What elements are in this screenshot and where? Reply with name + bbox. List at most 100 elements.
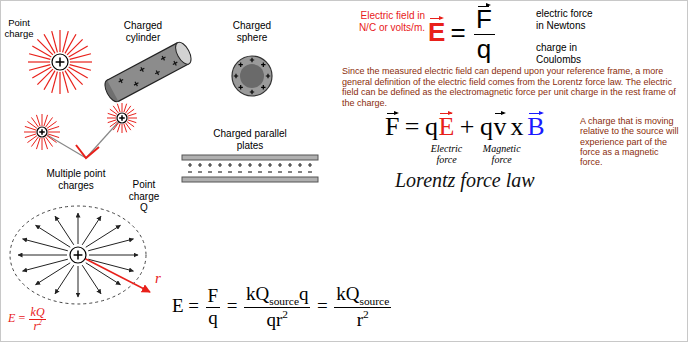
dashed-circle (10, 206, 146, 304)
field-line (110, 122, 117, 127)
denominator: q (206, 308, 220, 329)
minus-sign (308, 171, 312, 172)
plus-sign (250, 90, 254, 94)
formula-symbol: r (357, 310, 363, 331)
charge-circle (37, 127, 47, 137)
field-arrow (55, 216, 74, 245)
numerator: kQsourceq (244, 284, 310, 307)
field-line (108, 113, 117, 116)
field-arrow (82, 216, 101, 245)
field-line (126, 123, 131, 130)
subscript: source (359, 295, 389, 308)
plate-charges (188, 163, 312, 172)
charge-circle (117, 113, 127, 123)
vector-symbol: E (439, 112, 455, 142)
vector-symbol: F (476, 4, 492, 34)
vector-symbol: v (494, 112, 507, 142)
field-line (128, 113, 137, 116)
plus-sign (234, 74, 238, 78)
formula-symbol: q (208, 308, 218, 329)
field-line (44, 71, 55, 90)
sphere (232, 56, 272, 96)
field-line (28, 61, 50, 62)
field-line (67, 39, 83, 55)
field-line (122, 124, 123, 133)
field-line (117, 124, 120, 133)
plus-sign (258, 163, 262, 167)
sphere-core (240, 64, 264, 88)
minus-sign (258, 171, 262, 172)
formula: E= Fq (428, 4, 497, 63)
formula-symbol: q (480, 113, 493, 142)
field-arrow (78, 213, 79, 244)
cylinder-end (172, 40, 194, 67)
field-line (113, 106, 118, 113)
shape-label: Charged parallel plates (210, 128, 290, 151)
field-lines (107, 103, 137, 133)
formula-symbol: kQ (31, 306, 45, 319)
field-line (128, 118, 137, 119)
plus-sign (238, 85, 242, 89)
sphere-charges (234, 58, 270, 94)
field-line (42, 138, 43, 150)
field-arrow (23, 239, 68, 251)
field-line (69, 67, 88, 78)
field-line (108, 120, 117, 123)
minus-sign (248, 171, 252, 172)
cylinder (102, 40, 194, 104)
vector-symbol: B (527, 112, 544, 142)
formula-symbol: E (172, 296, 184, 317)
minus-sign (268, 171, 272, 172)
shape-label: Point charge (1, 18, 37, 40)
fraction: kQsourcer2 (334, 284, 391, 331)
formula-symbol: q (425, 113, 438, 142)
plus-sign (139, 66, 146, 73)
equals-sign: = (451, 18, 466, 47)
plus-sign (298, 163, 302, 167)
field-arrows (18, 213, 138, 297)
field-line (122, 103, 123, 112)
plus-sign (154, 69, 161, 76)
field-line (48, 126, 59, 130)
term-label: Magnetic force (477, 143, 527, 166)
plus-sign (248, 163, 252, 167)
plus-sign (39, 129, 45, 135)
minus-sign (188, 171, 192, 172)
minus-sign (238, 171, 242, 172)
field-arrow (89, 255, 138, 256)
numerator: kQsource (334, 284, 391, 307)
shape-label: Charged cylinder (115, 20, 171, 43)
denominator: qr2 (244, 308, 310, 330)
field-line (124, 124, 127, 133)
plus-sign (218, 163, 222, 167)
plus-sign (160, 55, 167, 62)
formula: E=kQr2 (8, 306, 47, 333)
plus-sign (56, 58, 65, 67)
vector-symbol: E (428, 16, 445, 46)
field-line (59, 72, 60, 94)
formula-symbol: kQ (246, 284, 269, 305)
plus-sign (278, 163, 282, 167)
exponent: 2 (38, 320, 42, 328)
field-line (70, 61, 92, 62)
unit-note: Electric field in N/C or volts/m. (355, 10, 425, 33)
formula-symbol: kQ (336, 284, 359, 305)
plate (182, 155, 318, 160)
law-name: Lorentz force law (380, 169, 550, 192)
plus-sign (188, 163, 192, 167)
term-label: Electric force (421, 143, 471, 166)
numerator: kQ (29, 306, 45, 319)
field-vector (76, 145, 99, 158)
fraction-bar (334, 307, 391, 308)
field-arrow (88, 259, 133, 271)
field-line (48, 132, 60, 133)
plus-sign (238, 62, 242, 66)
field-arrow (23, 259, 68, 271)
field-line (42, 114, 43, 126)
field-arrow (36, 225, 71, 247)
shape-label: Charged sphere (224, 20, 280, 43)
shape-label: Multiple point charges (40, 168, 112, 191)
plus-sign (308, 163, 312, 167)
formula-symbol: F (208, 286, 219, 307)
denominator: q (474, 35, 495, 64)
